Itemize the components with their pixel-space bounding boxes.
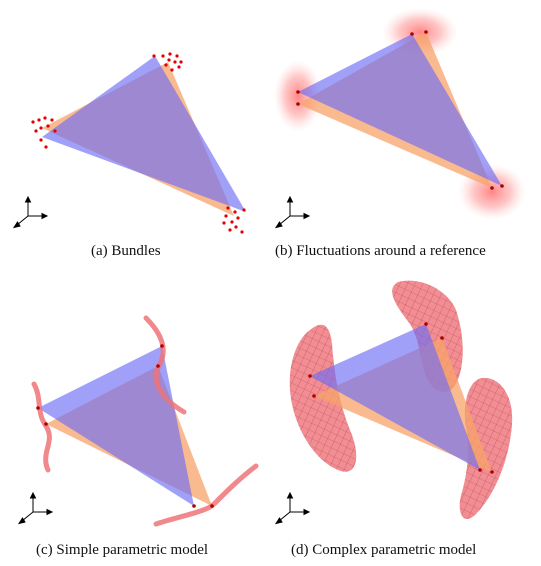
axis-triad-icon	[17, 491, 54, 525]
panel-b: (b) Fluctuations around a reference	[270, 0, 541, 270]
caption-a: (a) Bundles	[91, 243, 161, 259]
point-cluster-top	[152, 52, 183, 72]
axis-triad-icon	[274, 491, 311, 525]
parametric-curves	[31, 315, 259, 527]
panel-d-figure	[274, 280, 513, 525]
panel-c: (c) Simple parametric model	[0, 280, 270, 566]
caption-d: (d) Complex parametric model	[291, 542, 477, 558]
panel-a-figure	[12, 52, 246, 234]
point-cluster-bottom	[222, 206, 246, 234]
panel-b-figure	[274, 8, 526, 229]
axis-triad-icon	[12, 195, 49, 229]
caption-b: (b) Fluctuations around a reference	[275, 243, 486, 259]
point-cluster-left	[31, 116, 57, 149]
model-points	[36, 344, 214, 508]
panel-a: (a) Bundles	[0, 0, 270, 270]
blue-triangle	[38, 346, 194, 506]
panel-d: (d) Complex parametric model	[270, 280, 541, 566]
axis-triad-icon	[274, 195, 311, 229]
caption-c: (c) Simple parametric model	[36, 542, 209, 558]
panel-c-figure	[17, 315, 259, 527]
blue-triangle	[310, 324, 480, 470]
model-points	[308, 322, 494, 474]
blue-triangle	[42, 56, 246, 212]
reference-points	[296, 30, 504, 190]
blue-triangle	[298, 34, 502, 186]
